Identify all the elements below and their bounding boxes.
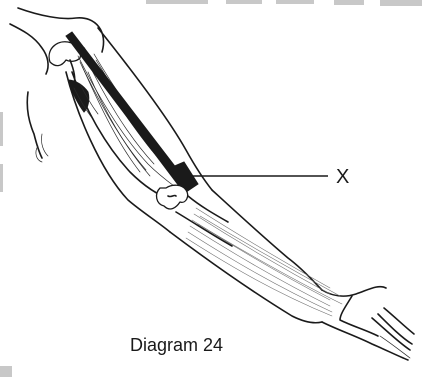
elbow-bones [157, 185, 232, 246]
tendon-band [66, 32, 198, 192]
forearm-tendons [186, 208, 342, 316]
pointer-x: X [186, 166, 349, 188]
diagram-caption: Diagram 24 [130, 335, 223, 355]
muscle-fibres [72, 48, 182, 200]
pointer-label: X [336, 166, 349, 188]
hand-outline [322, 287, 414, 360]
